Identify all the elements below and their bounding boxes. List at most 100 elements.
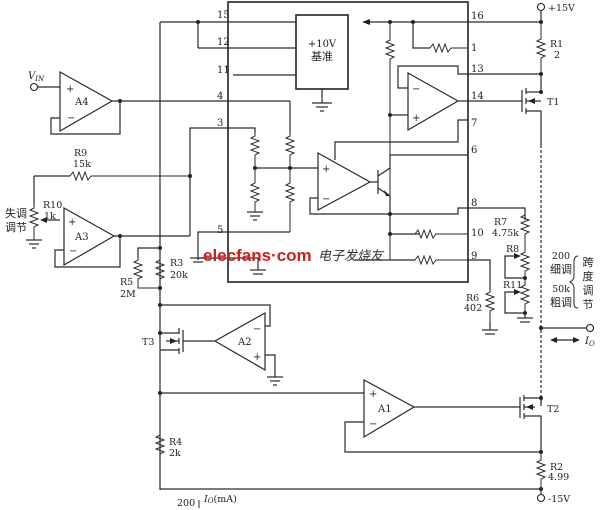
resistor-r7 [519, 210, 531, 248]
output-terminal [585, 323, 595, 333]
svg-text:+: + [253, 352, 261, 363]
offset-adjust-label-2: 调节 [5, 221, 27, 234]
transistor-t1 [468, 88, 543, 145]
io-label: IO [584, 336, 595, 348]
r6-label: R6 [466, 293, 479, 304]
pin-11: 11 [217, 65, 230, 76]
r7-label: R7 [494, 217, 507, 228]
r7-value: 4.75k [492, 228, 519, 239]
ground-icon [482, 322, 498, 335]
r10-value: 1k [44, 211, 56, 222]
resistor-internal-1 [249, 133, 261, 168]
r3-value: 20k [170, 270, 188, 281]
r9-label: R9 [74, 148, 87, 159]
span-char-3: 调 [583, 284, 594, 297]
offset-adjust-label-1: 失调 [5, 207, 27, 220]
svg-text:A2: A2 [237, 337, 252, 348]
ground-icon [267, 376, 283, 386]
r4-value: 2k [169, 448, 181, 459]
transistor-internal-npn [370, 154, 468, 214]
watermark-site: elecfans·com [203, 246, 312, 265]
svg-text:+: + [369, 389, 377, 400]
t3-label: T3 [142, 337, 154, 348]
resistor-r1 [535, 22, 547, 74]
resistor-internal-3 [249, 168, 261, 212]
r3-label: R3 [170, 258, 183, 269]
pin-13: 13 [471, 64, 484, 75]
pin-5: 5 [217, 225, 223, 236]
brace [568, 255, 579, 309]
svg-text:+: + [322, 164, 330, 175]
pin-1: 1 [471, 43, 477, 54]
vin-label: VIN [28, 71, 45, 83]
ground-icon [312, 89, 332, 112]
pin-3: 3 [217, 118, 223, 129]
bottom-note-value: 200 [177, 498, 195, 509]
svg-text:A4: A4 [74, 97, 89, 108]
resistor-pin1 [429, 42, 468, 54]
watermark-cn: 电子发烧友 [318, 249, 385, 264]
vplus-terminal [536, 2, 546, 12]
pin-8: 8 [471, 198, 477, 209]
reference-label-cn: 基准 [311, 50, 333, 63]
pin-10: 10 [471, 228, 484, 239]
t2-label: T2 [547, 404, 559, 415]
t1-label: T1 [547, 97, 559, 108]
transistor-t3 [158, 328, 215, 354]
resistor-r4 [154, 393, 166, 489]
pin-4: 4 [217, 91, 223, 102]
pin-9: 9 [471, 251, 477, 262]
fine-label: 细调 [550, 263, 572, 276]
pin-16: 16 [471, 11, 484, 22]
vin-terminal [29, 82, 39, 92]
svg-text:−: − [369, 419, 377, 430]
r8-label: R8 [506, 244, 519, 255]
pin-15: 15 [217, 10, 230, 21]
ground-icon [517, 313, 533, 323]
coarse-label: 粗调 [550, 296, 572, 309]
resistor-pin10 [414, 228, 468, 240]
ground-icon [26, 239, 42, 249]
resistor-r9 [69, 170, 190, 182]
vminus-label: -15V [548, 494, 570, 505]
potentiometer-r11 [504, 278, 531, 314]
r11-label: R11 [503, 280, 522, 291]
ic-package [227, 1, 469, 283]
resistor-r5 [132, 258, 160, 289]
ground-icon [250, 258, 266, 275]
pin-6: 6 [471, 145, 477, 156]
coarse-value: 50k [552, 284, 570, 295]
reference-label: +10V [308, 39, 337, 50]
span-char-2: 度 [583, 269, 594, 283]
ground-icon [247, 211, 263, 221]
svg-text:−: − [69, 246, 77, 257]
opamp-a1: + − A1 [363, 378, 416, 439]
r5-label: R5 [120, 277, 133, 288]
resistor-r3 [154, 248, 166, 288]
pin-12: 12 [217, 37, 230, 48]
pin-7: 7 [471, 118, 477, 129]
opamp-a2: − + A2 [213, 311, 266, 372]
svg-text:−: − [322, 194, 330, 205]
svg-text:−: − [67, 113, 75, 124]
r2-value: 4.99 [548, 472, 569, 483]
svg-text:A1: A1 [377, 404, 392, 415]
r10-label: R10 [43, 200, 62, 211]
vminus-terminal [536, 493, 546, 503]
potentiometer-r8 [504, 248, 531, 279]
pin-14: 14 [471, 91, 484, 102]
current-arrow-icon [550, 337, 580, 343]
resistor-internal-2 [284, 133, 296, 168]
vplus-label: +15V [548, 3, 575, 14]
r6-value: 402 [464, 303, 482, 314]
r5-value: 2M [120, 289, 136, 300]
resistor-pin9 [414, 254, 468, 266]
resistor-r2 [535, 452, 547, 489]
transistor-t2 [414, 395, 543, 452]
potentiometer-r10 [28, 205, 60, 240]
resistor-internal-top [384, 22, 396, 260]
opamp-internal-top: − + [407, 71, 460, 132]
svg-text:+: + [68, 217, 76, 228]
opamp-a4: + − A4 [59, 70, 114, 133]
